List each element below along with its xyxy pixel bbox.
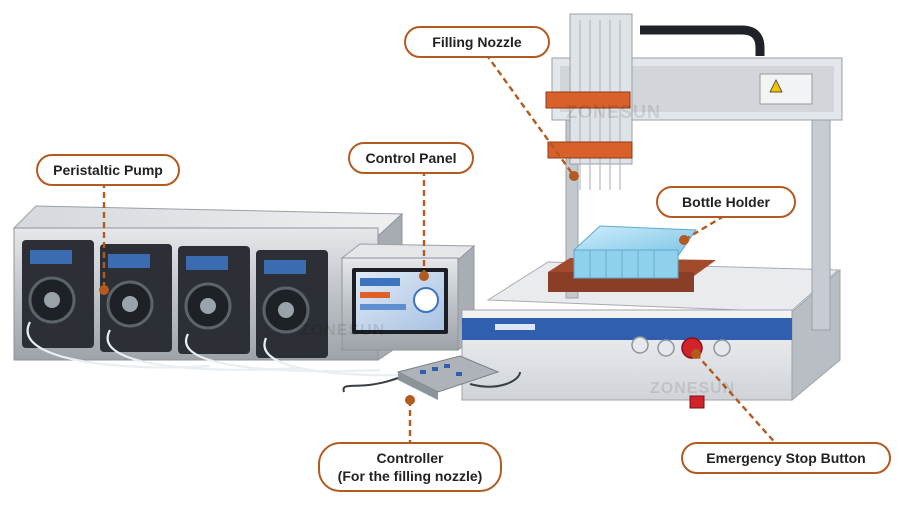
pause-button [713, 339, 731, 357]
filling-nozzle-callout: Filling Nozzle [404, 26, 550, 58]
emergency-stop-label: Emergency Stop Button [706, 450, 866, 466]
control-panel-callout: Control Panel [348, 142, 474, 174]
control-panel-label: Control Panel [365, 150, 457, 166]
pump-head-2 [100, 244, 172, 352]
bottle-holder-callout: Bottle Holder [656, 186, 796, 218]
peristaltic-pump-unit [12, 205, 471, 377]
leader-lines [99, 53, 779, 447]
bottle-plate [573, 249, 679, 279]
pump-head-3 [178, 246, 250, 354]
controller-sublabel: (For the filling nozzle) [337, 468, 483, 484]
reset-button [657, 339, 675, 357]
watermark-left: ZONESUN [300, 322, 386, 339]
controller-label: Controller [376, 450, 444, 466]
nozzle-clamp-upper [545, 91, 631, 109]
watermark-right: ZONESUN [650, 380, 736, 397]
pump-head-1 [22, 240, 94, 348]
bottle-holder-label: Bottle Holder [682, 194, 770, 210]
pump-head-4 [256, 250, 328, 358]
nozzle-clamp-lower [547, 141, 633, 159]
controller-callout: Controller (For the filling nozzle) [318, 442, 502, 492]
peristaltic-pump-callout: Peristaltic Pump [36, 154, 180, 186]
emergency-stop-callout: Emergency Stop Button [681, 442, 891, 474]
handheld-controller [342, 355, 521, 400]
watermark-top: ZONESUN [566, 102, 662, 122]
control-panel-unit [340, 243, 476, 351]
filling-machine [461, 13, 843, 409]
power-switch [689, 395, 705, 409]
start-button [631, 336, 649, 354]
filling-nozzle-label: Filling Nozzle [432, 34, 522, 50]
peristaltic-pump-label: Peristaltic Pump [53, 162, 163, 178]
